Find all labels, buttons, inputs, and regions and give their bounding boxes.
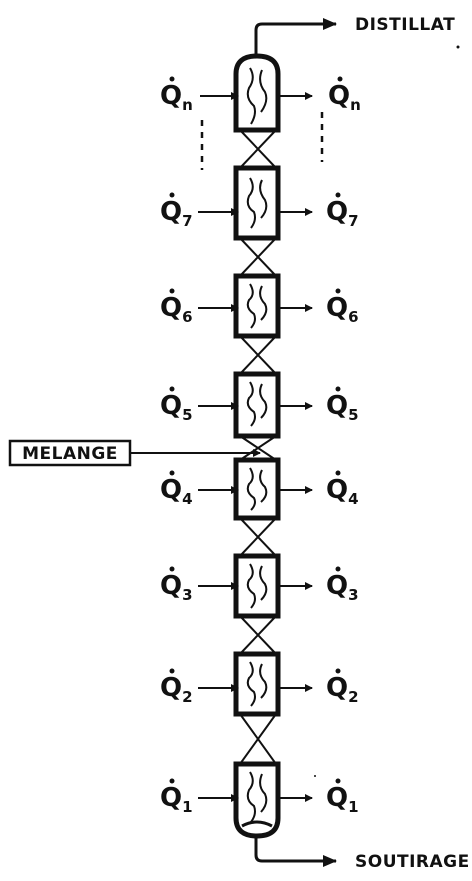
stage-3: Q3 Q3 bbox=[160, 553, 359, 619]
scan-speck bbox=[314, 775, 316, 777]
soutirage-label: SOUTIRAGE bbox=[355, 852, 470, 872]
stage-5-heat-in-label: Q5 bbox=[160, 391, 193, 424]
stage-2: Q2 Q2 bbox=[160, 651, 359, 717]
stage-7-heat-out-label: Q7 bbox=[326, 197, 359, 230]
stage-6: Q6 Q6 bbox=[160, 273, 359, 339]
stage-1: Q1 Q1 bbox=[160, 761, 359, 839]
stage-n: Qn Qn bbox=[160, 53, 361, 133]
stage-n-heat-in-label: Qn bbox=[160, 81, 193, 114]
stage-2-heat-in-label: Q2 bbox=[160, 673, 193, 706]
stage-3-heat-out-label: Q3 bbox=[326, 571, 359, 604]
melange-label: MELANGE bbox=[22, 444, 118, 464]
stage-1-heat-out-label: Q1 bbox=[326, 783, 359, 816]
stage-crossings bbox=[239, 129, 277, 765]
scan-speck bbox=[456, 45, 460, 49]
stage-1-heat-in-label: Q1 bbox=[160, 783, 193, 816]
stage-2-heat-out-label: Q2 bbox=[326, 673, 359, 706]
stage-3-heat-in-label: Q3 bbox=[160, 571, 193, 604]
stage-4-heat-in-label: Q4 bbox=[160, 475, 193, 508]
stage-5-heat-out-label: Q5 bbox=[326, 391, 359, 424]
distillat-label: DISTILLAT bbox=[355, 15, 455, 35]
stage-6-heat-out-label: Q6 bbox=[326, 293, 359, 326]
stage-7-heat-in-label: Q7 bbox=[160, 197, 193, 230]
stage-4: Q4 Q4 bbox=[160, 457, 359, 521]
stage-5: Q5 Q5 bbox=[160, 371, 359, 439]
stage-4-heat-out-label: Q4 bbox=[326, 475, 359, 508]
stage-n-heat-out-label: Qn bbox=[328, 81, 361, 114]
distillat-outflow-line bbox=[254, 18, 337, 58]
stage-6-heat-in-label: Q6 bbox=[160, 293, 193, 326]
stage-7: Q7 Q7 bbox=[160, 165, 359, 241]
soutirage-outflow-line bbox=[254, 833, 337, 867]
